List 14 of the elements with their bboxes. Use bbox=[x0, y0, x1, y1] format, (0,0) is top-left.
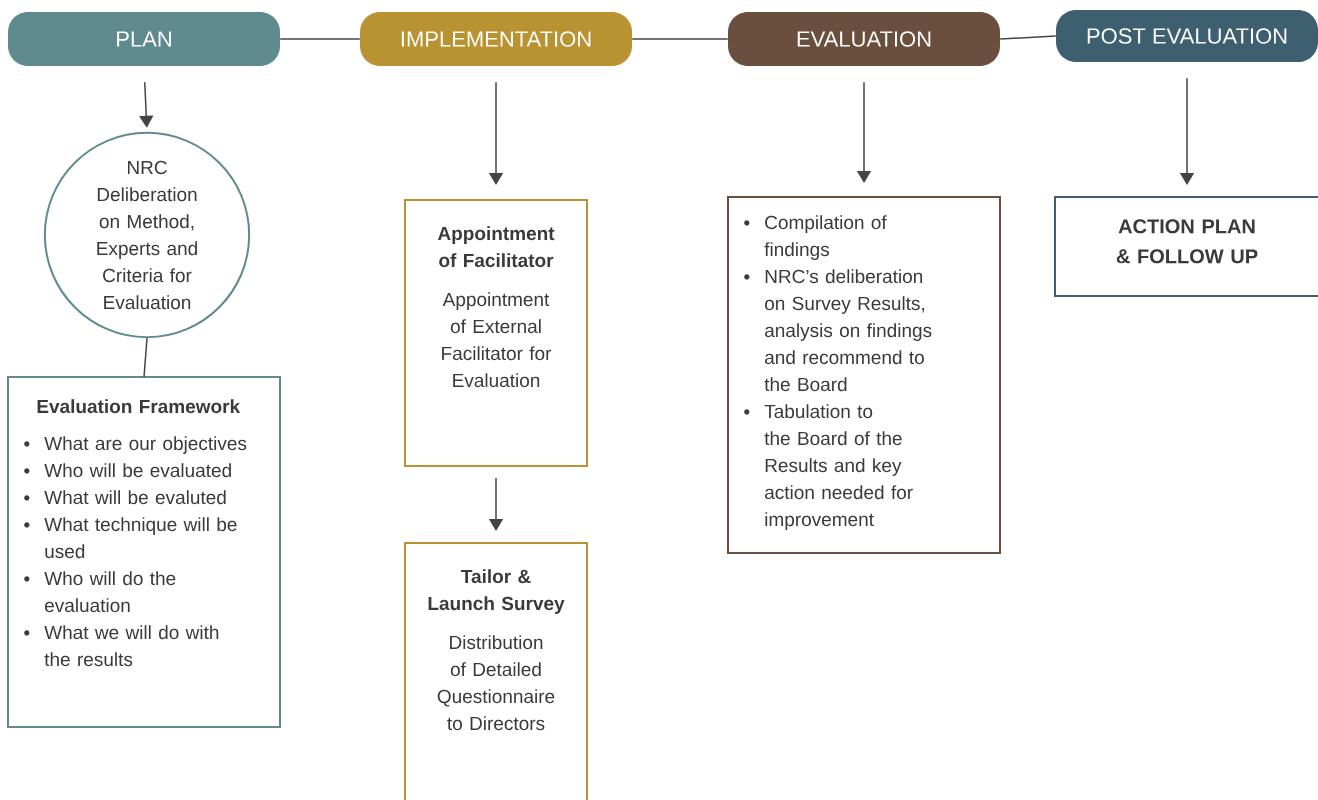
arrow bbox=[139, 81, 154, 128]
process-box: ACTION PLAN & FOLLOW UP bbox=[1054, 196, 1318, 297]
process-box: Tailor & Launch Survey Distribution of Detailed Questionnaire to Directors bbox=[404, 542, 588, 800]
connector-line bbox=[279, 38, 361, 40]
connector-line bbox=[999, 35, 1057, 40]
process-box: Appointment of Facilitator Appointment of External Facilitator for Evaluation bbox=[404, 199, 588, 467]
process-box: Evaluation Framework What are our objectives Who will be evaluated What will be evaluted What technique will be used Who will do the evaluation What we will do with the results bbox=[7, 376, 281, 728]
phase-pill: IMPLEMENTATION bbox=[360, 12, 632, 66]
connector-line bbox=[631, 38, 729, 40]
phase-pill: POST EVALUATION bbox=[1056, 10, 1318, 62]
process-box: Compilation of findings NRC’s deliberation on Survey Results, analysis on findings and recommend to the Board Tabulation to the Board of the Results and key action needed for improvement bbox=[727, 196, 1001, 554]
phase-pill: EVALUATION bbox=[728, 12, 1000, 66]
phase-pill: PLAN bbox=[8, 12, 280, 66]
connector-line bbox=[143, 337, 148, 378]
